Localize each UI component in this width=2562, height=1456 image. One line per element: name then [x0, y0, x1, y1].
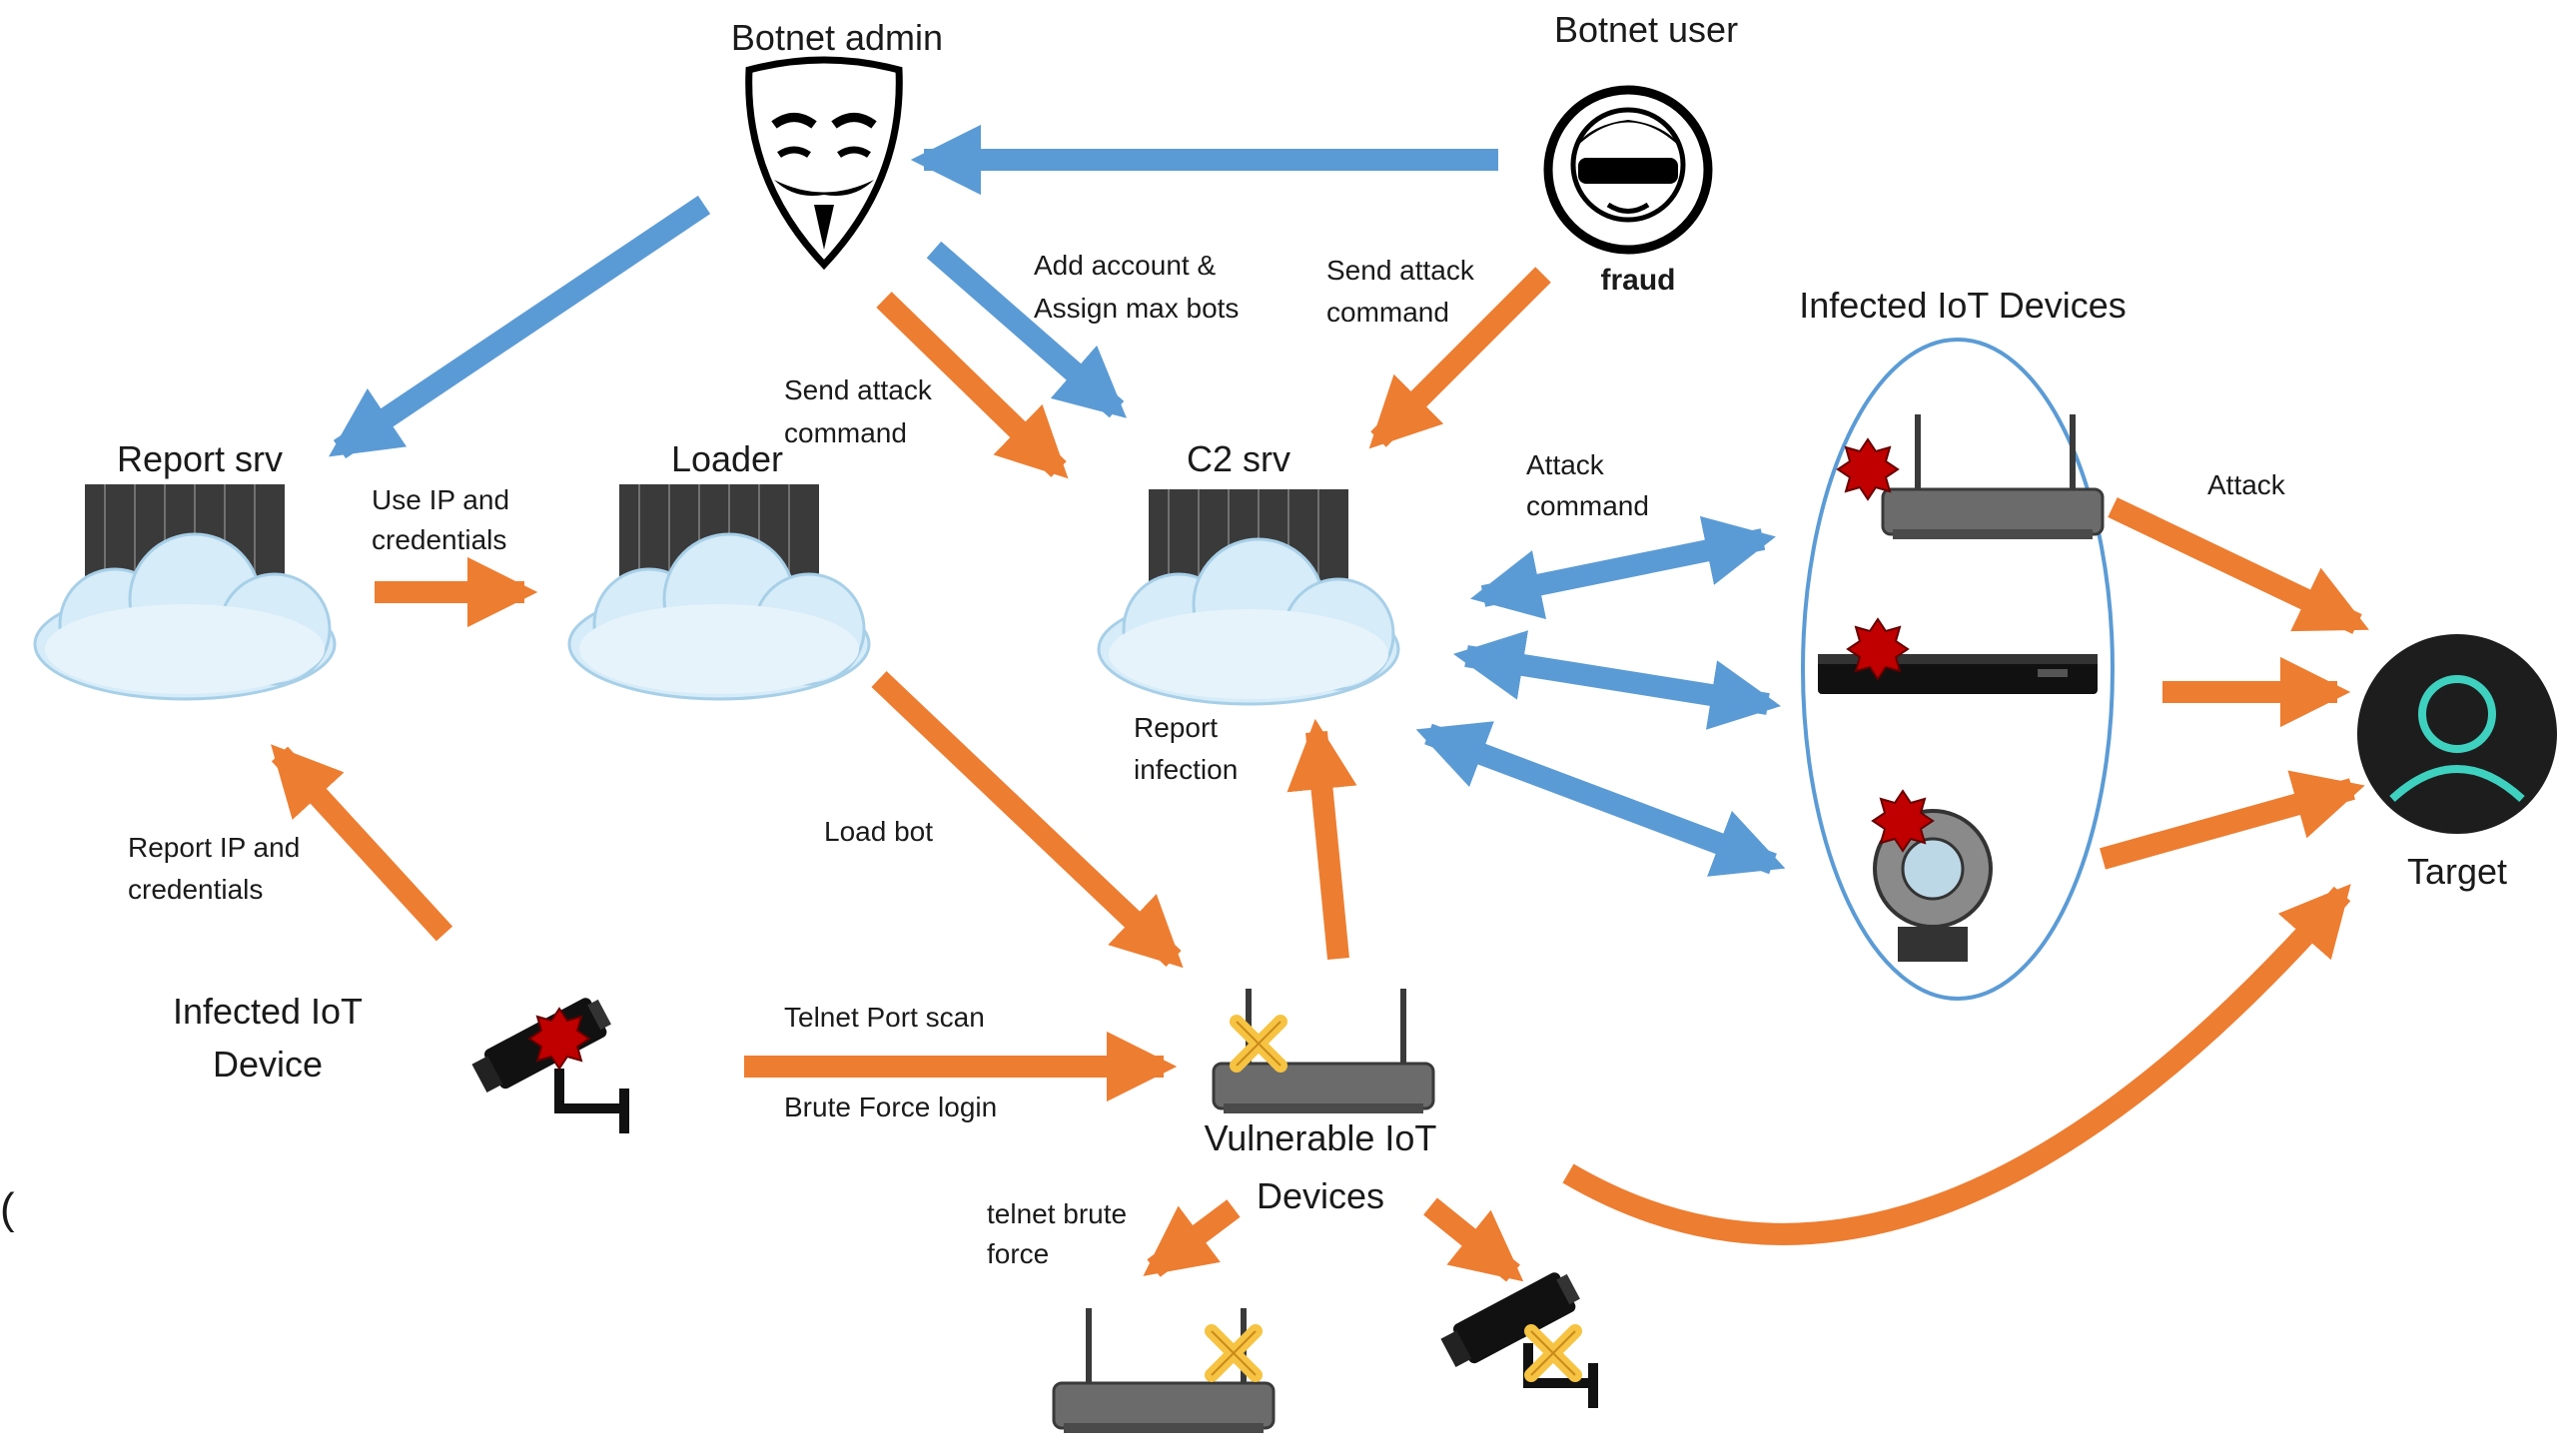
- group-ellipse: [1801, 338, 2115, 1001]
- infected-iot-group: [1801, 338, 2115, 1001]
- report-ip-label-1: Report IP and: [128, 832, 300, 863]
- user-avatar-icon: [2357, 634, 2557, 834]
- send-attack-user-label-2: command: [1326, 297, 1449, 328]
- arrow-vuln-to-c2: [1286, 718, 1357, 961]
- add-account-label-2: Assign max bots: [1034, 293, 1239, 324]
- edges: [271, 124, 2369, 1282]
- cloud-icon: [567, 532, 871, 701]
- vulnerable-router-node: [1214, 989, 1433, 1113]
- use-ip-label-2: credentials: [372, 524, 506, 555]
- telnet-brute-label-2: force: [987, 1238, 1049, 1269]
- use-ip-label-1: Use IP and: [372, 484, 509, 515]
- arrow-admin-to-report: [329, 195, 711, 459]
- botnet-user-node: fraud: [1543, 85, 1713, 297]
- infected-camera-node: [469, 993, 624, 1133]
- anonymous-mask-icon: [745, 56, 903, 271]
- report-infection-label-1: Report: [1134, 712, 1218, 743]
- vulnerable-x-icon: [1237, 1022, 1281, 1066]
- botnet-admin-node: [745, 56, 903, 271]
- infected-iot-device-label-2: Device: [213, 1044, 323, 1085]
- telnet-scan-label: Telnet Port scan: [784, 1002, 985, 1033]
- vulnerable-iot-label-2: Devices: [1257, 1175, 1384, 1216]
- arrow-iot-bot-target: [2100, 770, 2365, 870]
- arrow-vuln-to-camera-bottom: [1423, 1197, 1524, 1282]
- telnet-brute-label-1: telnet brute: [987, 1198, 1127, 1229]
- attack-command-label-1: Attack: [1526, 449, 1605, 480]
- report-srv-label: Report srv: [117, 438, 283, 479]
- vulnerable-router-bottom: [1054, 1308, 1274, 1433]
- loader-node: [567, 483, 871, 701]
- cloud-icon: [33, 532, 337, 701]
- infected-iot-devices-label: Infected IoT Devices: [1799, 285, 2127, 326]
- cloud-icon: [1097, 537, 1400, 706]
- target-node: [2357, 634, 2557, 834]
- c2-srv-label: C2 srv: [1187, 438, 1290, 479]
- load-bot-label: Load bot: [824, 816, 933, 847]
- report-ip-label-2: credentials: [128, 874, 263, 905]
- target-label: Target: [2407, 851, 2507, 892]
- report-infection-label-2: infection: [1134, 754, 1238, 785]
- send-attack-admin-label-2: command: [784, 417, 907, 448]
- cropped-edge-glyph: (: [0, 1184, 15, 1233]
- arrow-admin-to-c2-orange: [876, 292, 1069, 479]
- infected-iot-device-label-1: Infected IoT: [173, 991, 363, 1032]
- botnet-admin-label: Botnet admin: [731, 17, 943, 58]
- infected-webcam-icon: [1873, 809, 1993, 962]
- arrow-loader-to-vuln: [871, 671, 1184, 969]
- router-icon: [1054, 1308, 1274, 1433]
- arrow-vuln-to-router-bottom: [1143, 1199, 1241, 1277]
- arrow-c2-iot-bot: [1415, 721, 1786, 877]
- fraud-label: fraud: [1601, 264, 1676, 297]
- arrow-iot-top-target: [2108, 497, 2369, 634]
- infected-router-icon: [1883, 414, 2103, 539]
- brute-force-label: Brute Force login: [784, 1092, 997, 1122]
- attack-label: Attack: [2207, 469, 2286, 500]
- edge-labels: Add account & Assign max bots Send attac…: [0, 250, 2286, 1269]
- loader-label: Loader: [671, 438, 783, 479]
- arrow-admin-to-c2-blue: [926, 241, 1127, 418]
- c2-srv-node: [1097, 488, 1400, 706]
- camera-icon: [469, 993, 624, 1133]
- vulnerable-camera-bottom: [1438, 1267, 1593, 1408]
- arrow-infected-to-report: [271, 744, 453, 942]
- report-srv-node: [33, 483, 337, 701]
- add-account-label-1: Add account &: [1034, 250, 1216, 281]
- arrow-c2-iot-mid: [1452, 630, 1782, 730]
- attack-command-label-2: command: [1526, 490, 1649, 521]
- botnet-user-label: Botnet user: [1554, 9, 1738, 50]
- send-attack-user-label-1: Send attack: [1326, 255, 1475, 286]
- arrow-vuln-to-target: [1562, 884, 2351, 1245]
- nodes: fraud: [33, 56, 2557, 1433]
- node-labels: Botnet admin Botnet user Report srv Load…: [117, 9, 2507, 1216]
- vulnerable-x-icon: [1531, 1331, 1575, 1375]
- arrow-c2-iot-top: [1470, 515, 1776, 620]
- arrow-user-to-c2: [1368, 267, 1551, 449]
- vulnerable-x-icon: [1212, 1331, 1256, 1375]
- send-attack-admin-label-1: Send attack: [784, 374, 933, 405]
- vulnerable-iot-label-1: Vulnerable IoT: [1205, 1117, 1437, 1158]
